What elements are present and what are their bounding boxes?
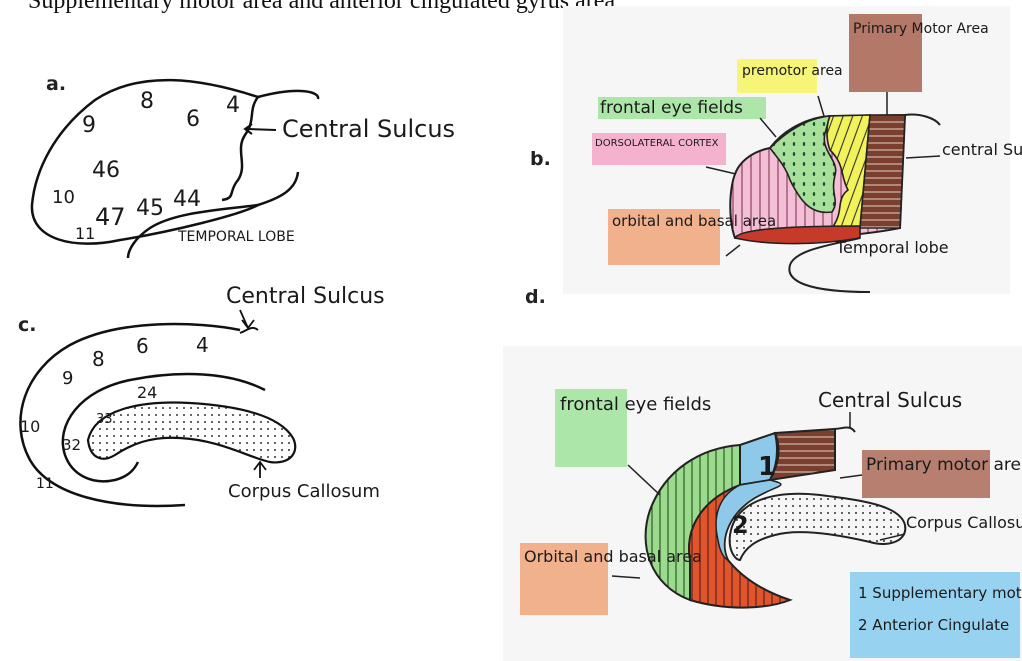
area-10-label: 10 [52,187,75,208]
area-33-label-c: 33 [96,412,113,427]
primary-motor-area-label-b: Primary Motor Area [853,21,989,37]
area-8-label: 8 [140,89,154,114]
area-24-label-c: 24 [137,383,157,402]
area-4-label-c: 4 [196,333,209,357]
central-sulcus-label-b: central Sulcus [942,140,1022,159]
central-sulcus-label-c: Central Sulcus [226,284,385,309]
area-9-label: 9 [82,113,96,138]
area-9-label-c: 9 [62,368,73,389]
area-4-label: 4 [226,93,240,118]
frontal-eye-fields-label-d: frontal eye fields [560,394,711,415]
corpus-callosum-label-d: Corpus Callosum [906,513,1022,532]
area-8-label-c: 8 [92,347,105,371]
area-44-label: 44 [173,187,201,212]
area-11-label-c: 11 [36,476,54,492]
area-32-label-c: 32 [62,436,81,454]
region-2-number: 2 [732,511,749,539]
orbital-basal-label-d: Orbital and basal area [524,547,702,566]
premotor-area-label-b: premotor area [742,63,843,79]
orbital-basal-label-b: orbital and basal area [612,212,776,230]
panel-a: 9 8 6 4 46 10 47 45 44 11 Central Sulcus… [32,80,455,258]
area-11-label: 11 [75,224,95,243]
panel-b: frontal eye fields premotor area Primary… [563,6,1022,294]
corpus-callosum-label-c: Corpus Callosum [228,481,380,502]
area-47-label: 47 [95,203,126,231]
dorsolateral-cortex-label-b: DORSOLATERAL CORTEX [595,138,719,149]
temporal-lobe-label-b: Temporal lobe [835,238,949,257]
area-6-label-c: 6 [136,334,149,358]
area-46-label: 46 [92,158,120,183]
panel-d: 1 2 frontal eye fields Central Sulcus Pr… [503,346,1022,661]
temporal-lobe-label-a: TEMPORAL LOBE [177,229,295,245]
central-sulcus-label-d: Central Sulcus [818,388,962,412]
region-1-number: 1 [758,452,776,482]
frontal-eye-fields-label-b: frontal eye fields [600,98,743,118]
central-sulcus-label-a: Central Sulcus [282,115,455,143]
legend-anterior-cingulate: 2 Anterior Cingulate [858,616,1009,634]
legend-supplementary-motor: 1 Supplementary motor area [858,584,1022,602]
panel-c: Central Sulcus 9 8 6 4 24 33 32 10 11 Co… [20,284,385,506]
area-6-label: 6 [186,107,200,132]
area-10-label-c: 10 [20,417,40,436]
area-45-label: 45 [136,196,164,221]
primary-motor-area-label-d: Primary motor area [866,455,1022,475]
